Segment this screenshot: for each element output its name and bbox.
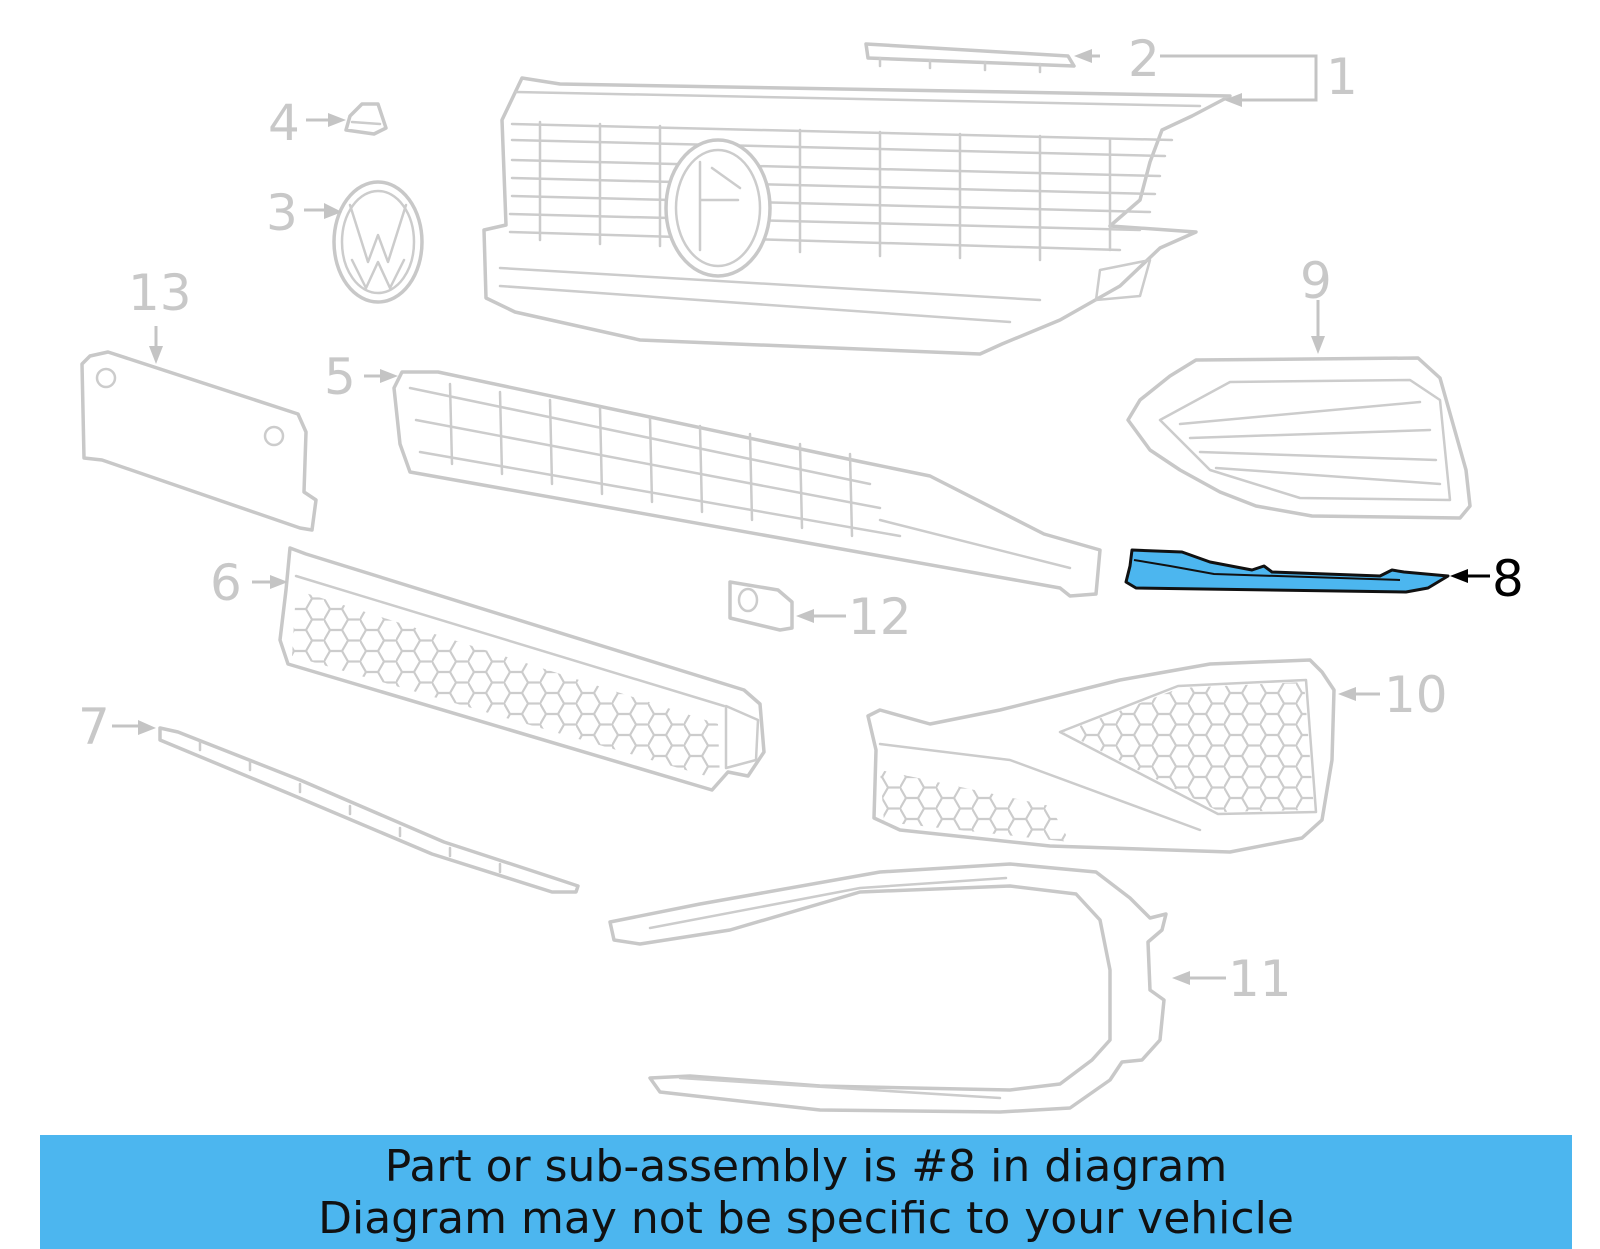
part-6-honeycomb-grille: [278, 546, 766, 792]
part-7-lower-strip: [158, 726, 580, 894]
callout-12: 12: [848, 588, 912, 646]
callout-13: 13: [128, 264, 192, 322]
part-13-license-bracket: [80, 350, 318, 532]
callout-9: 9: [1300, 252, 1332, 310]
callout-labels: 1 2 4 3 13 9 5 8 6 12 10 7 11: [78, 30, 1524, 1008]
banner-line-2: Diagram may not be specific to your vehi…: [318, 1193, 1294, 1244]
callout-7: 7: [78, 698, 110, 756]
callout-11: 11: [1228, 950, 1292, 1008]
part-5-lower-grille: [392, 370, 1102, 598]
callout-1: 1: [1326, 48, 1358, 106]
info-banner: Part or sub-assembly is #8 in diagram Di…: [40, 1135, 1572, 1249]
part-11-fog-surround: [608, 862, 1168, 1114]
callout-4: 4: [268, 94, 300, 152]
part-8-trim-moulding: [1124, 548, 1450, 594]
part-2-trim-strip: [864, 42, 1076, 74]
callout-5: 5: [324, 348, 356, 406]
callout-2: 2: [1128, 30, 1160, 88]
part-4-clip: [344, 102, 388, 136]
part-1-upper-grille: [482, 76, 1232, 356]
callout-3: 3: [266, 184, 298, 242]
callout-8: 8: [1492, 550, 1524, 608]
banner-line-1: Part or sub-assembly is #8 in diagram: [384, 1141, 1228, 1192]
callout-6: 6: [210, 554, 242, 612]
part-12-sensor-bracket: [728, 580, 794, 632]
leader-lines: [112, 49, 1490, 985]
part-9-fog-cover: [1126, 356, 1472, 520]
part-10-side-grille: [866, 658, 1336, 854]
part-3-emblem: [332, 180, 424, 304]
callout-10: 10: [1384, 666, 1448, 724]
